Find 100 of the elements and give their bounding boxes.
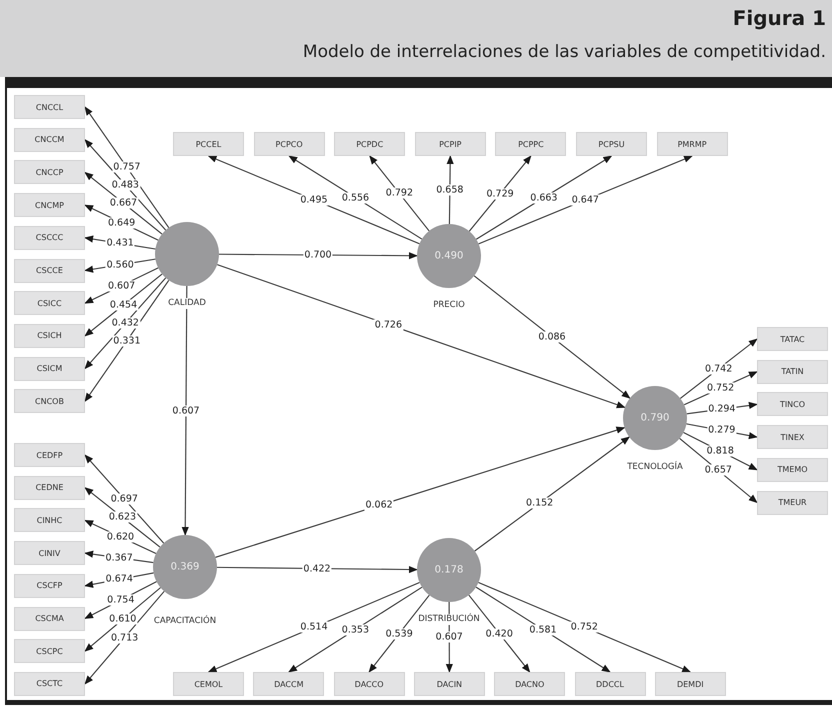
edge-label: 0.649 xyxy=(106,217,136,228)
arrow xyxy=(208,156,420,244)
indicator-box xyxy=(14,160,85,184)
indicator-label: CNCCP xyxy=(36,168,64,177)
indicator-label: PCPIP xyxy=(439,140,462,148)
indicator-label: CSICH xyxy=(37,331,62,340)
arrow xyxy=(84,278,166,370)
indicator-box xyxy=(334,132,406,156)
arrow xyxy=(208,582,420,672)
indicator-label: CNCCM xyxy=(34,135,64,144)
figure-title: Figura 1 xyxy=(732,6,826,30)
arrow xyxy=(474,436,630,552)
edge-label: 0.152 xyxy=(525,498,554,509)
arrow xyxy=(478,582,692,672)
arrow xyxy=(368,594,430,673)
arrow xyxy=(478,156,693,244)
arrow xyxy=(182,286,189,536)
indicator-label: TATIN xyxy=(781,367,804,376)
indicator-label: CSCMA xyxy=(35,614,64,623)
indicator-label: CSCCC xyxy=(36,233,64,242)
edge-label: 0.697 xyxy=(110,494,139,505)
indicator-box xyxy=(495,132,566,156)
indicator-label: DEMDI xyxy=(676,680,704,688)
edge-label: 0.663 xyxy=(529,192,558,204)
edge-label: 0.729 xyxy=(485,188,515,200)
edge-label: 0.420 xyxy=(484,628,514,640)
indicator-label: CSCCE xyxy=(36,266,63,275)
r-squared-value: 0.490 xyxy=(434,250,464,262)
indicator-label: TINCO xyxy=(780,400,806,409)
indicator-label: DACIN xyxy=(436,680,462,688)
indicator-box xyxy=(757,360,828,384)
edge-label: 0.539 xyxy=(384,628,414,640)
edge-label: 0.607 xyxy=(434,631,464,642)
edge-label: 0.514 xyxy=(299,622,329,633)
arrow xyxy=(288,156,422,240)
construct-label: CALIDAD xyxy=(167,298,207,309)
indicator-label: CSCTC xyxy=(36,679,63,688)
indicator-box xyxy=(656,132,728,156)
indicator-label: PCCEL xyxy=(196,140,222,148)
indicator-box xyxy=(414,672,485,696)
indicator-label: PCPPC xyxy=(518,140,544,148)
edge-label: 0.607 xyxy=(171,405,201,416)
indicator-box xyxy=(14,291,85,316)
edge-label: 0.454 xyxy=(108,299,138,310)
indicator-box xyxy=(574,672,646,696)
edge-label: 0.556 xyxy=(340,192,370,204)
edge-label: 0.331 xyxy=(112,335,142,346)
indicator-box xyxy=(14,606,85,630)
edge-label: 0.483 xyxy=(110,179,140,190)
indicator-label: DACCO xyxy=(354,680,384,688)
edge-label: 0.754 xyxy=(106,594,136,606)
r-squared-value: 0.369 xyxy=(170,562,200,572)
indicator-box xyxy=(14,95,85,119)
indicator-label: PCPDC xyxy=(356,140,384,148)
r-squared-value: 0.790 xyxy=(640,412,670,424)
indicator-label: CNCMP xyxy=(35,200,64,210)
indicator-box xyxy=(14,541,85,566)
edge-label: 0.752 xyxy=(706,382,736,394)
indicator-box xyxy=(14,324,85,348)
indicator-label: CSICC xyxy=(37,298,62,308)
edge-label: 0.657 xyxy=(704,464,733,476)
arrow xyxy=(476,156,612,240)
edge-label: 0.422 xyxy=(302,563,332,574)
arrow xyxy=(215,426,626,558)
edge-label: 0.658 xyxy=(435,184,464,196)
edge-label: 0.674 xyxy=(104,574,134,585)
indicator-box xyxy=(14,672,85,696)
indicator-box xyxy=(173,672,244,696)
edge-label: 0.742 xyxy=(704,363,734,374)
edge-label: 0.620 xyxy=(106,531,136,542)
indicator-box xyxy=(14,639,85,664)
arrow xyxy=(288,586,422,672)
indicator-box xyxy=(654,672,726,696)
indicator-label: CEDFP xyxy=(36,450,63,460)
edge-label: 0.062 xyxy=(364,500,394,511)
edge-label: 0.560 xyxy=(106,259,135,270)
indicator-box xyxy=(414,132,486,156)
indicator-box xyxy=(334,672,405,696)
indicator-box xyxy=(253,672,324,696)
edge-label: 0.610 xyxy=(108,614,138,625)
indicator-box xyxy=(757,490,828,514)
indicator-label: CNCOB xyxy=(35,396,64,406)
edge-label: 0.353 xyxy=(340,624,370,636)
indicator-label: CINHC xyxy=(36,516,62,525)
arrow xyxy=(468,594,530,673)
indicator-box xyxy=(14,508,85,532)
indicator-box xyxy=(14,389,85,414)
arrow xyxy=(84,139,166,230)
indicator-box xyxy=(14,443,85,467)
indicator-box xyxy=(14,193,85,218)
r-squared-value: 0.178 xyxy=(434,564,464,576)
arrow xyxy=(84,280,170,402)
edge-label: 0.294 xyxy=(707,404,736,415)
indicator-label: DDCCL xyxy=(596,680,624,688)
indicator-box xyxy=(494,672,566,696)
indicator-box xyxy=(14,356,85,381)
indicator-label: TATAC xyxy=(780,334,805,344)
indicator-label: CEMOL xyxy=(194,680,223,688)
indicator-box xyxy=(576,132,647,156)
indicator-box xyxy=(757,327,828,351)
